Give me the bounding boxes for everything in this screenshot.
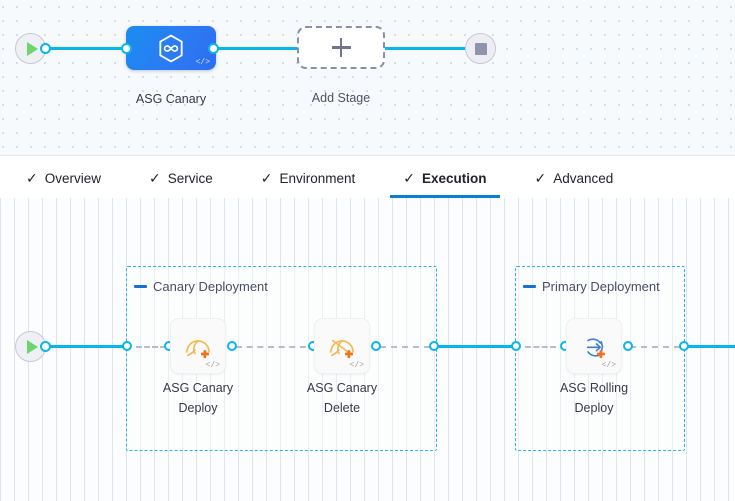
step-label-line1: ASG Rolling — [559, 381, 629, 395]
step-group-primary-deployment-label[interactable]: Primary Deployment — [523, 279, 660, 294]
tab-execution[interactable]: ✓ Execution — [390, 158, 500, 198]
tab-environment-label: Environment — [279, 170, 356, 186]
step-asg-rolling-deploy-label: ASG Rolling Deploy — [524, 378, 664, 418]
stage-node-output-port[interactable] — [208, 43, 219, 54]
step-asg-canary-delete-label: ASG Canary Delete — [272, 378, 412, 418]
check-icon: ✓ — [26, 170, 38, 186]
wire-add-to-end — [379, 47, 471, 50]
plus-icon — [331, 38, 351, 57]
tab-environment[interactable]: ✓ Environment — [248, 158, 369, 198]
add-stage-label: Add Stage — [311, 91, 371, 105]
wire-group1-to-group2 — [433, 345, 519, 348]
harness-hexagon-infinity-icon — [159, 34, 183, 62]
group-label-text: Canary Deployment — [153, 279, 268, 294]
step-label-line1: ASG Canary — [306, 381, 378, 395]
step-group-canary-deployment-label[interactable]: Canary Deployment — [134, 279, 268, 294]
tab-overview-label: Overview — [44, 170, 101, 186]
dash-connector-g2-in — [525, 346, 556, 348]
dash-connector-g1-out — [380, 346, 430, 348]
step-node-asg-canary-delete[interactable]: </> — [314, 318, 370, 374]
stage-tabbar: ✓ Overview ✓ Service ✓ Environment ✓ Exe… — [0, 155, 735, 198]
pipeline-end-node[interactable] — [465, 33, 496, 64]
wire-start-to-stage — [44, 47, 128, 50]
tab-overview[interactable]: ✓ Overview — [13, 158, 114, 198]
step-code-glyph: </> — [205, 361, 220, 370]
plus-badge — [596, 350, 605, 359]
stage-node-asg-canary[interactable]: </> — [126, 26, 216, 70]
dash-connector-g1-in — [136, 346, 166, 348]
stage-node-label: ASG Canary — [135, 92, 207, 106]
start-node-port[interactable] — [40, 43, 51, 54]
plus-badge — [344, 350, 353, 359]
group2-entry-port[interactable] — [511, 341, 521, 351]
group2-exit-port[interactable] — [679, 341, 689, 351]
play-icon — [26, 41, 38, 56]
step-label-line1: ASG Canary — [162, 381, 234, 395]
step-label-line2: Deploy — [178, 401, 218, 415]
execution-start-port[interactable] — [40, 341, 51, 352]
collapse-toggle-icon[interactable] — [523, 285, 536, 288]
step-node-asg-rolling-deploy[interactable]: </> — [566, 318, 622, 374]
stop-icon — [474, 42, 487, 55]
dash-connector-step1-step2 — [236, 346, 306, 348]
step-code-glyph: </> — [601, 361, 616, 370]
step-code-glyph: </> — [349, 361, 364, 370]
stage-code-glyph: </> — [195, 58, 210, 67]
step-asg-canary-deploy-output-port[interactable] — [227, 341, 237, 351]
stage-node-input-port[interactable] — [121, 43, 132, 54]
tab-service-label: Service — [167, 170, 213, 186]
step-asg-canary-deploy-label: ASG Canary Deploy — [128, 378, 268, 418]
tab-service[interactable]: ✓ Service — [136, 158, 226, 198]
execution-canvas[interactable]: Canary Deployment Primary Deployment — [0, 198, 735, 501]
wire-group2-to-right-edge — [684, 345, 735, 348]
tab-advanced-label: Advanced — [553, 170, 614, 186]
collapse-toggle-icon[interactable] — [134, 285, 147, 288]
dash-connector-g2-out — [630, 346, 680, 348]
plus-badge — [200, 350, 209, 359]
wire-stage-to-add — [213, 47, 303, 50]
step-node-asg-canary-deploy[interactable]: </> — [170, 318, 226, 374]
wire-exec-start-to-group1 — [44, 345, 130, 348]
tab-execution-label: Execution — [422, 170, 487, 186]
group-label-text: Primary Deployment — [542, 279, 660, 294]
check-icon: ✓ — [403, 170, 416, 186]
check-icon: ✓ — [534, 170, 547, 186]
stage-canvas[interactable]: </> ASG Canary Add Stage — [0, 0, 735, 155]
check-icon: ✓ — [149, 170, 161, 186]
add-stage-button[interactable] — [297, 26, 385, 69]
step-asg-rolling-deploy-output-port[interactable] — [623, 341, 633, 351]
group1-exit-port[interactable] — [429, 341, 439, 351]
step-label-line2: Deploy — [574, 401, 614, 415]
step-asg-canary-delete-output-port[interactable] — [371, 341, 381, 351]
group1-entry-port[interactable] — [122, 341, 132, 351]
asg-rolling-deploy-icon — [586, 338, 605, 359]
play-icon — [26, 339, 38, 354]
step-label-line2: Delete — [323, 401, 361, 415]
asg-canary-delete-icon — [330, 339, 354, 359]
tab-advanced[interactable]: ✓ Advanced — [522, 158, 627, 198]
asg-canary-deploy-icon — [186, 340, 210, 359]
check-icon: ✓ — [260, 170, 273, 186]
